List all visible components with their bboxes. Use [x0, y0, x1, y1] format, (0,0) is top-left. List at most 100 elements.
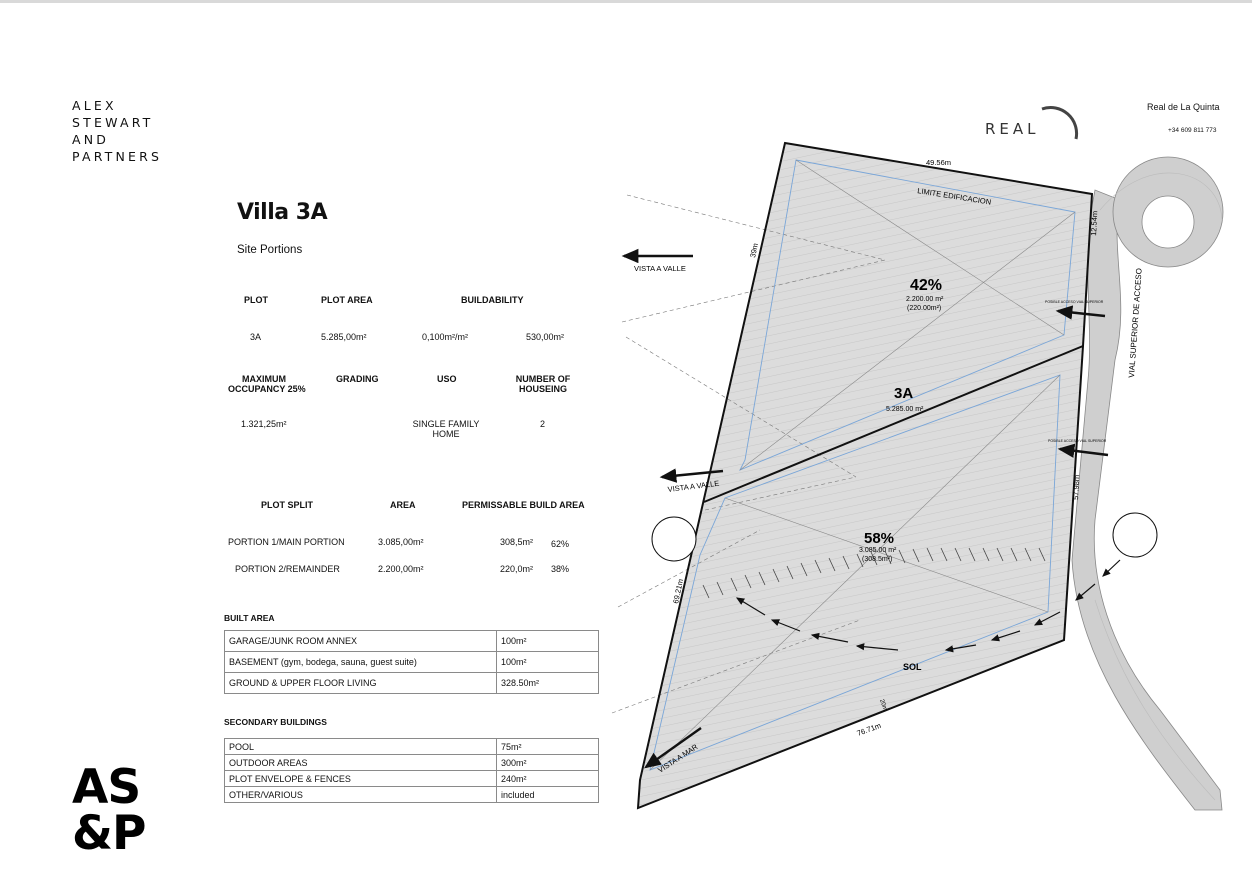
split-row-area: 3.085,00m²: [378, 537, 424, 547]
view-arrows: [621, 248, 1109, 769]
value-buildability-area: 530,00m²: [526, 332, 565, 342]
phone-number: +34 609 811 773: [1168, 127, 1217, 134]
table-row: OUTDOOR AREAS 300m²: [224, 754, 599, 771]
table-cell-value: 240m²: [496, 770, 599, 787]
real-logo: REAL: [985, 120, 1040, 138]
table-cell-label: BASEMENT (gym, bodega, sauna, guest suit…: [224, 651, 497, 673]
table-row: GARAGE/JUNK ROOM ANNEX 100m²: [224, 630, 599, 652]
reference-circle: [651, 516, 697, 562]
page-subtitle: Site Portions: [237, 244, 303, 256]
lower-portion-build: (308.5m²): [862, 556, 892, 563]
split-row-name: PORTION 1/MAIN PORTION: [228, 537, 345, 547]
dim-corner: 20m: [878, 699, 888, 712]
access-label: POSIBLE ACCESO VIAL SUPERIOR: [1045, 300, 1104, 304]
header-uso: USO: [437, 374, 457, 384]
header-plot-split: PLOT SPLIT: [261, 500, 314, 510]
split-row-pct: 38%: [551, 564, 570, 574]
contour-lines: [638, 143, 1092, 808]
built-area-heading: BUILT AREA: [224, 613, 275, 623]
header-max-occupancy-line2: OCCUPANCY 25%: [228, 384, 306, 394]
header-number-housing-line1: NUMBER OF: [515, 374, 571, 384]
access-label: POSIBLE ACCESO VIAL SUPERIOR: [1048, 439, 1107, 443]
split-row-pct: 62%: [551, 539, 570, 549]
brand-line: AND: [72, 132, 110, 147]
upper-portion-area: 2.200.00 m²: [906, 296, 944, 303]
value-uso-line2: HOME: [432, 429, 460, 439]
value-uso-line1: SINGLE FAMILY: [412, 419, 480, 429]
table-row: PLOT ENVELOPE & FENCES 240m²: [224, 770, 599, 787]
asp-logo-line: &P: [72, 806, 146, 861]
plot-boundary: [636, 141, 1094, 810]
real-logo-arc-icon: [1041, 106, 1079, 140]
value-number-housing: 2: [540, 419, 546, 429]
vista-valle-label: VISTA A VALLE: [634, 264, 686, 273]
dim-top: 49.56m: [926, 158, 951, 167]
split-row-build: 220,0m²: [500, 564, 534, 574]
value-uso: SINGLE FAMILY HOME: [406, 419, 486, 439]
table-cell-label: OUTDOOR AREAS: [224, 754, 497, 771]
brand-line: STEWART: [72, 115, 154, 130]
table-cell-label: OTHER/VARIOUS: [224, 786, 497, 803]
built-area-table: GARAGE/JUNK ROOM ANNEX 100m² BASEMENT (g…: [224, 630, 599, 694]
table-cell-label: POOL: [224, 738, 497, 755]
dim-bottom: 76.71m: [856, 721, 883, 738]
header-plot-area: PLOT AREA: [321, 295, 373, 305]
brand-wordmark: ALEX STEWART AND PARTNERS: [72, 97, 162, 165]
upper-portion-pct: 42%: [910, 277, 942, 294]
header-buildability: BUILDABILITY: [461, 295, 524, 305]
location-label: Real de La Quinta: [1147, 102, 1220, 112]
secondary-buildings-table: POOL 75m² OUTDOOR AREAS 300m² PLOT ENVEL…: [224, 738, 599, 803]
table-row: GROUND & UPPER FLOOR LIVING 328.50m²: [224, 672, 599, 694]
access-road: [1071, 156, 1224, 811]
split-row-area: 2.200,00m²: [378, 564, 424, 574]
table-row: BASEMENT (gym, bodega, sauna, guest suit…: [224, 651, 599, 673]
split-row-name: PORTION 2/REMAINDER: [235, 564, 340, 574]
dim-right-mid: 57.98m: [1071, 475, 1081, 500]
table-cell-value: included: [496, 786, 599, 803]
table-cell-value: 75m²: [496, 738, 599, 755]
table-cell-value: 100m²: [496, 651, 599, 673]
header-number-housing-line2: HOUSEING: [518, 384, 567, 394]
header-number-housing: NUMBER OF HOUSEING: [513, 374, 573, 394]
site-plan: 49.56m 39m 12.54m 57.98m 69.21m 76.71m 2…: [611, 141, 1224, 811]
plot-total-area: 5.285.00 m²: [886, 406, 924, 413]
upper-portion-build: (220.00m²): [907, 305, 941, 312]
plot-name: 3A: [894, 385, 913, 402]
page-title: Villa 3A: [237, 200, 328, 225]
asp-logo: AS &P: [72, 760, 146, 861]
road-label: VIAL SUPERIOR DE ACCESO: [1127, 268, 1144, 378]
reference-circle: [1112, 512, 1158, 558]
asp-logo-line: AS: [72, 760, 141, 815]
building-limit: [649, 159, 1076, 771]
value-plot: 3A: [250, 332, 262, 342]
table-cell-label: GROUND & UPPER FLOOR LIVING: [224, 672, 497, 694]
table-cell-value: 100m²: [496, 630, 599, 652]
table-cell-label: PLOT ENVELOPE & FENCES: [224, 770, 497, 787]
dim-left-top: 39m: [748, 242, 760, 258]
lower-portion-pct: 58%: [864, 530, 894, 547]
value-max-occupancy: 1.321,25m²: [241, 419, 287, 429]
split-row-build: 308,5m²: [500, 537, 534, 547]
table-cell-value: 300m²: [496, 754, 599, 771]
sun-path: [735, 559, 1121, 653]
table-row: OTHER/VARIOUS included: [224, 786, 599, 803]
table-row: POOL 75m²: [224, 738, 599, 755]
table-cell-label: GARAGE/JUNK ROOM ANNEX: [224, 630, 497, 652]
building-markers: [702, 547, 1046, 599]
lower-portion-area: 3.085.00 m²: [859, 547, 897, 554]
brand-line: PARTNERS: [72, 149, 163, 164]
secondary-buildings-heading: SECONDARY BUILDINGS: [224, 717, 327, 727]
dim-right-top: 12.54m: [1089, 211, 1099, 236]
value-buildability-ratio: 0,100m²/m²: [422, 332, 469, 342]
value-plot-area: 5.285,00m²: [321, 332, 367, 342]
table-cell-value: 328.50m²: [496, 672, 599, 694]
top-border: [0, 0, 1252, 3]
header-permissable-build: PERMISSABLE BUILD AREA: [462, 500, 585, 510]
brand-line: ALEX: [72, 98, 117, 113]
header-area: AREA: [390, 500, 416, 510]
header-max-occupancy: MAXIMUM OCCUPANCY 25%: [228, 374, 306, 394]
header-plot: PLOT: [244, 295, 268, 305]
header-grading: GRADING: [336, 374, 379, 384]
header-max-occupancy-line1: MAXIMUM: [242, 374, 286, 384]
sun-label: SOL: [903, 662, 922, 672]
